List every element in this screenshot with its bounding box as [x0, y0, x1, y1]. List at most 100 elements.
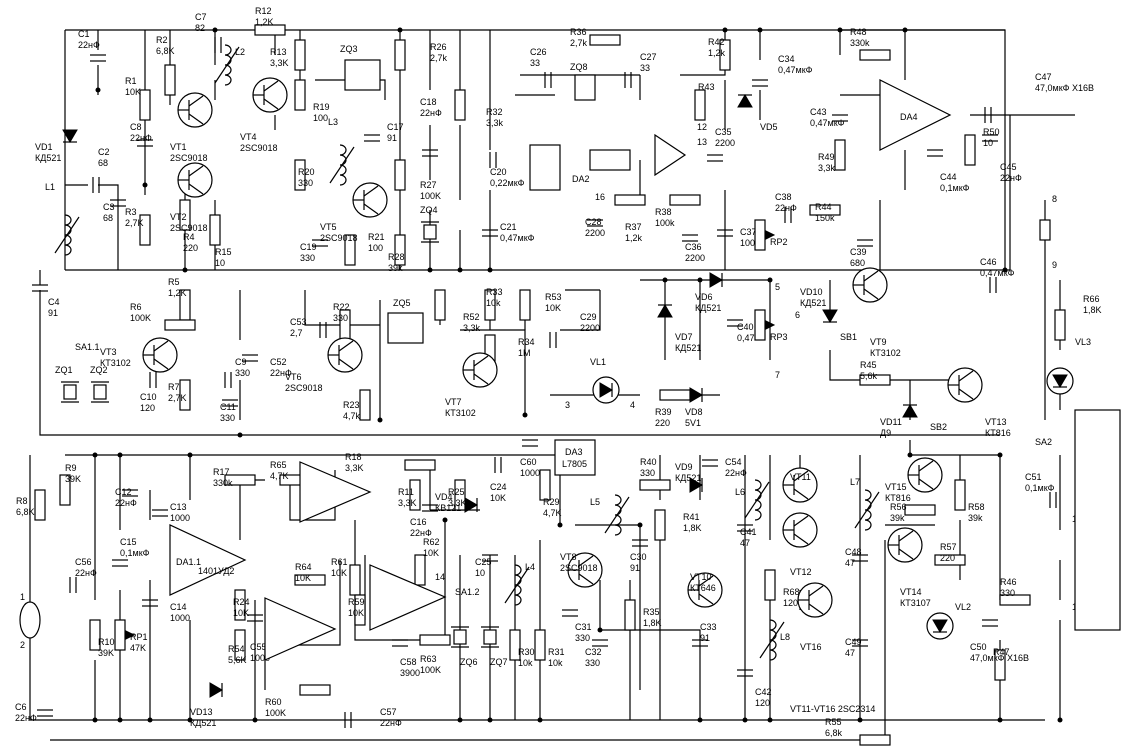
- resistor-value: 10K: [545, 303, 561, 313]
- resistor-label: R42: [708, 37, 725, 47]
- capacitor-value: 0,1мкФ: [1025, 483, 1055, 493]
- capacitor-label: C41: [740, 527, 757, 537]
- resistor-label: R35: [643, 607, 660, 617]
- capacitor-label: C17: [387, 122, 404, 132]
- capacitor-label: C30: [630, 552, 647, 562]
- opamp-u2: [264, 597, 337, 661]
- pot-label: RP2: [770, 237, 788, 247]
- diode-type: КД521: [675, 343, 701, 353]
- capacitor-label: C39: [850, 247, 867, 257]
- resistor-value: 1,2k: [708, 48, 726, 58]
- diode-type: КД521: [190, 718, 216, 728]
- da4-label: DA4: [900, 112, 918, 122]
- transistor-label: VT15: [885, 482, 907, 492]
- capacitor-value: 3900: [400, 668, 420, 678]
- resistor-value: 1,8K: [643, 618, 662, 628]
- resistor-label: R6: [130, 302, 142, 312]
- transistor-label: VT2: [170, 212, 187, 222]
- resistor-value: 6,8K: [156, 46, 175, 56]
- pin-label: 13: [697, 137, 707, 147]
- transistor-label: VT1: [170, 142, 187, 152]
- capacitor-label: C50: [970, 642, 987, 652]
- resistor-value: 330: [640, 468, 655, 478]
- pot-rp3: RP3: [754, 309, 788, 342]
- resistor-value: 10k: [548, 658, 563, 668]
- resistor-label: R2: [156, 35, 168, 45]
- crystal-zq2: ZQ2: [90, 365, 109, 403]
- capacitor-value: 47,0мкФ Х16В: [970, 653, 1029, 663]
- capacitor-value: 120: [140, 403, 155, 413]
- resistor-label: R19: [313, 102, 330, 112]
- capacitor-value: 68: [98, 158, 108, 168]
- resistor-label: R56: [890, 502, 907, 512]
- da3-label: DA3: [565, 447, 583, 457]
- resistor-value: 6,8k: [825, 728, 843, 738]
- ic-da2-block: [589, 149, 631, 171]
- ic-da2: [529, 144, 561, 191]
- filter-zq3: [344, 59, 381, 91]
- resistor-label: R9: [65, 463, 77, 473]
- pin-label: 14: [435, 572, 445, 582]
- capacitor-label: C14: [170, 602, 187, 612]
- crystal-label: ZQ2: [90, 365, 108, 375]
- pin-label: 3: [565, 400, 570, 410]
- capacitor-label: C37: [740, 227, 757, 237]
- transistor-type: 2SC9018: [285, 383, 323, 393]
- capacitor-value: 47: [740, 538, 750, 548]
- diode-label: VD4: [435, 492, 453, 502]
- capacitor-label: C38: [775, 192, 792, 202]
- crystal-label: ZQ4: [420, 205, 438, 215]
- resistor-value: 220: [183, 243, 198, 253]
- capacitor-label: C29: [580, 312, 597, 322]
- capacitor-value: 22нФ: [1000, 173, 1022, 183]
- diode-label: VL2: [955, 602, 971, 612]
- resistor-label: R3: [125, 207, 137, 217]
- resistor-label: R66: [1083, 294, 1100, 304]
- resistor-label: R45: [860, 360, 877, 370]
- transistor-label: VT16: [800, 642, 822, 652]
- resistor-label: R48: [850, 27, 867, 37]
- resistor-value: 10K: [233, 608, 249, 618]
- capacitor-label: C49: [845, 637, 862, 647]
- resistor-label: R25: [448, 487, 465, 497]
- capacitor-label: C10: [140, 392, 157, 402]
- resistor-value: 2,7k: [430, 53, 448, 63]
- coil-label: L1: [45, 182, 55, 192]
- ic-labels: DA4 DA2 DA3 L7805 DA1.1 1401УД2 ZQ3 ZQ5 …: [176, 44, 918, 714]
- resistor-value: 2,7k: [570, 38, 588, 48]
- resistor-value: 39k: [890, 513, 905, 523]
- resistor-value: 6,8K: [16, 507, 35, 517]
- transistor-note: VT11-VT16 2SC2314: [790, 704, 875, 714]
- switch-sa2: SA2: [1035, 437, 1052, 447]
- resistor-label: R40: [640, 457, 657, 467]
